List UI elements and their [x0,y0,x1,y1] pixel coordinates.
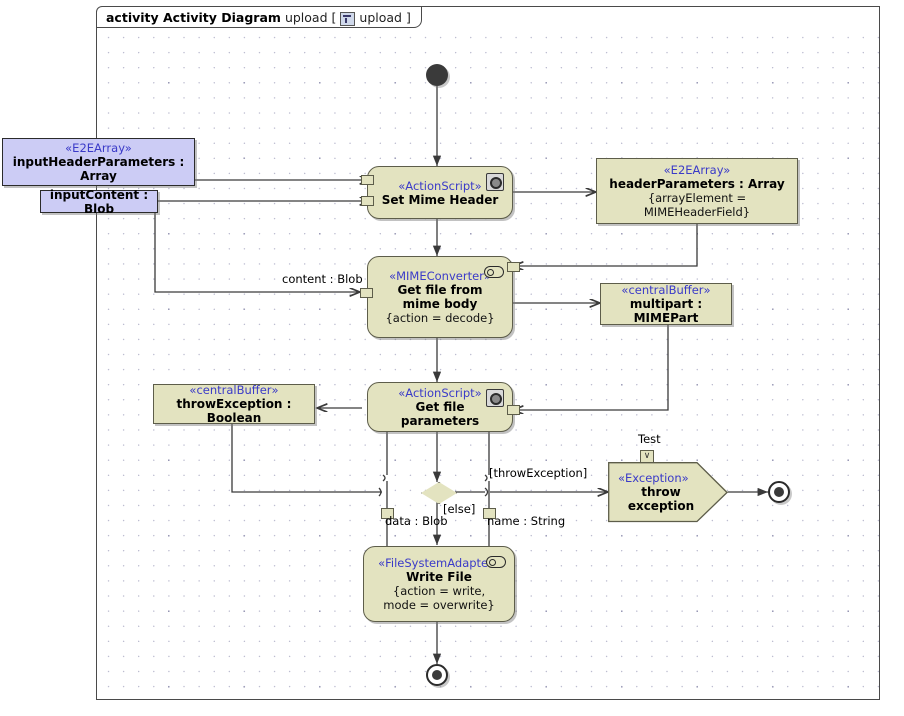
frame-qualifier: upload [359,10,402,25]
stereotype-label: «ActionScript» [398,178,482,193]
stereotype-label: «FileSystemAdapter» [378,556,500,570]
action-get-file-from-mime-body[interactable]: «MIMEConverter» Get file from mime body … [360,256,520,338]
object-node-throwexception[interactable]: «centralBuffer» throwException : Boolean [153,383,315,425]
input-pin-multipart-source[interactable] [507,262,520,272]
edge-label-guard-else: [else] [443,502,476,516]
stereotype-label: «centralBuffer» [189,383,279,397]
frame-bracket-open: [ [331,10,337,25]
node-label-line1: throw [641,485,681,499]
object-node-headerparameters[interactable]: «E2EArray» headerParameters : Array {arr… [596,158,798,224]
action-set-mime-header[interactable]: «ActionScript» Set Mime Header [361,166,513,219]
node-label: inputContent : Blob [49,187,149,216]
node-properties-line2: mode = overwrite} [383,598,495,612]
stereotype-label: «centralBuffer» [621,283,711,297]
exception-test-pin[interactable]: ∨ [640,450,654,463]
node-label: Set Mime Header [381,192,499,207]
script-icon [486,389,504,407]
decision-node[interactable] [421,482,457,504]
node-label: headerParameters : Array [609,177,785,191]
node-label-line2: mime body [402,297,478,311]
edge-label-name-string: name : String [487,514,566,528]
exception-test-label: Test [638,432,661,446]
node-properties: {arrayElement = MIMEHeaderField} [643,191,751,219]
adapter-pin-icon [486,556,506,568]
diagram-frame [96,6,880,700]
frame-bracket-close: ] [405,10,411,25]
action-get-file-parameters[interactable]: «ActionScript» Get file parameters [367,382,520,432]
input-parameter-inputheaderparameters[interactable]: «E2EArray» inputHeaderParameters : Array [2,138,195,186]
diagram-frame-title: activity Activity Diagram upload [ uploa… [96,6,422,28]
stereotype-label: «E2EArray» [663,163,731,177]
test-pin-glyph: ∨ [643,451,651,461]
input-pin-header-params[interactable] [361,175,374,185]
node-label: multipart : MIMEPart [629,297,703,325]
node-label: Write File [406,570,472,584]
initial-node[interactable] [426,64,448,86]
object-node-multipart[interactable]: «centralBuffer» multipart : MIMEPart [600,283,732,325]
node-label: throwException : Boolean [176,397,292,425]
node-label: inputHeaderParameters : Array [12,155,185,183]
activity-final-node-main[interactable] [426,664,448,686]
activity-final-node-exception[interactable] [768,481,790,503]
script-icon [486,173,504,191]
edge-label-guard-throwexception: [throwException] [489,466,588,480]
stereotype-label: «ActionScript» [398,386,482,400]
node-label-line1: Get file from [397,283,483,297]
input-pin-multipart[interactable] [507,405,520,415]
input-parameter-inputcontent[interactable]: inputContent : Blob [40,187,158,216]
edge-label-content-blob: content : Blob [282,272,363,286]
stereotype-label: «E2EArray» [65,141,132,155]
activity-diagram-icon [340,12,356,26]
adapter-pin-icon [484,266,504,278]
output-pin-data[interactable] [381,508,394,519]
input-pin-content[interactable] [361,196,374,206]
node-properties: {action = decode} [385,311,495,325]
node-label-line2: parameters [400,414,480,428]
output-pin-name[interactable] [483,508,496,519]
action-write-file[interactable]: «FileSystemAdapter» Write File {action =… [363,546,515,622]
input-pin-content-blob[interactable] [360,288,373,298]
stereotype-label: «MIMEConverter» [389,269,491,283]
edge-label-data-blob: data : Blob [385,514,448,528]
node-label-line1: Get file [415,400,465,414]
frame-name: upload [284,10,328,25]
frame-keyword: activity Activity Diagram [106,10,281,25]
node-properties-line1: {action = write, [392,584,486,598]
